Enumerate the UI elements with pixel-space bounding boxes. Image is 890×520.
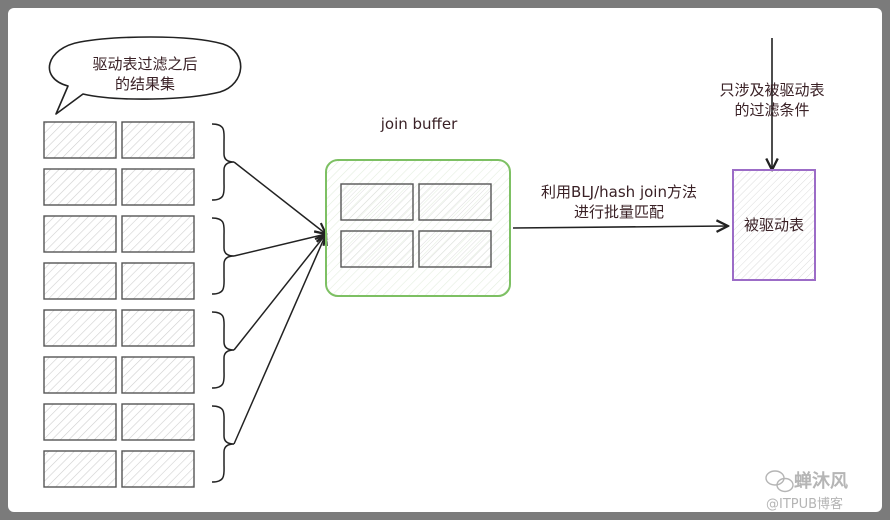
filter-condition-label: 只涉及被驱动表 的过滤条件 xyxy=(692,80,852,121)
curly-brace xyxy=(211,405,235,483)
driven-table-box xyxy=(732,169,816,281)
match-method-line-2: 进行批量匹配 xyxy=(573,203,664,222)
bubble-outline xyxy=(48,36,242,115)
match-arrow xyxy=(512,226,728,228)
fan-arrow xyxy=(233,234,326,351)
row-cell xyxy=(43,450,117,488)
join-buffer-box xyxy=(325,159,511,297)
row-cell xyxy=(43,309,117,347)
fan-arrow xyxy=(233,234,326,445)
row-cell xyxy=(121,403,195,441)
fan-arrows xyxy=(233,161,326,445)
watermark-site: @ITPUB博客 xyxy=(766,497,844,512)
bubble-line-2: 的结果集 xyxy=(114,75,175,94)
row-cell xyxy=(43,403,117,441)
join-buffer-label: join buffer xyxy=(380,115,458,133)
wechat-icon xyxy=(765,470,794,493)
row-cell xyxy=(121,309,195,347)
row-cell xyxy=(121,168,195,206)
diagram-svg xyxy=(43,36,816,493)
row-cell xyxy=(43,215,117,253)
row-cell xyxy=(121,215,195,253)
watermark-brand: 蝉沐风 xyxy=(794,471,848,492)
buffer-cell xyxy=(340,183,414,221)
match-method-line-1: 利用BLJ/hash join方法 xyxy=(541,183,697,201)
curly-brace xyxy=(211,311,235,389)
match-method-label: 利用BLJ/hash join方法 进行批量匹配 xyxy=(513,182,725,223)
diagram-canvas: 驱动表过滤之后 的结果集 join buffer 利用BLJ/hash join… xyxy=(8,8,882,512)
buffer-cell xyxy=(340,230,414,268)
bubble-line-1: 驱动表过滤之后 xyxy=(92,55,198,73)
row-cell xyxy=(43,121,117,159)
curly-brace xyxy=(211,123,235,201)
filter-line-2: 的过滤条件 xyxy=(734,101,810,120)
fan-arrow xyxy=(233,234,326,257)
buffer-cell xyxy=(418,183,492,221)
join-buffer-frame xyxy=(325,159,511,297)
bubble-text: 驱动表过滤之后 的结果集 xyxy=(70,54,220,95)
row-cell xyxy=(43,168,117,206)
row-cell xyxy=(121,121,195,159)
curly-brace xyxy=(211,217,235,295)
result-set-bubble xyxy=(48,36,242,115)
row-cell xyxy=(121,262,195,300)
driven-table-label: 被驱动表 xyxy=(743,216,804,234)
fan-arrow xyxy=(233,161,326,234)
buffer-cell xyxy=(418,230,492,268)
filter-line-1: 只涉及被驱动表 xyxy=(719,81,825,99)
row-cell xyxy=(43,356,117,394)
driving-table-rows xyxy=(43,121,195,488)
row-cell xyxy=(43,262,117,300)
brace-group xyxy=(211,123,235,483)
row-cell xyxy=(121,450,195,488)
row-cell xyxy=(121,356,195,394)
